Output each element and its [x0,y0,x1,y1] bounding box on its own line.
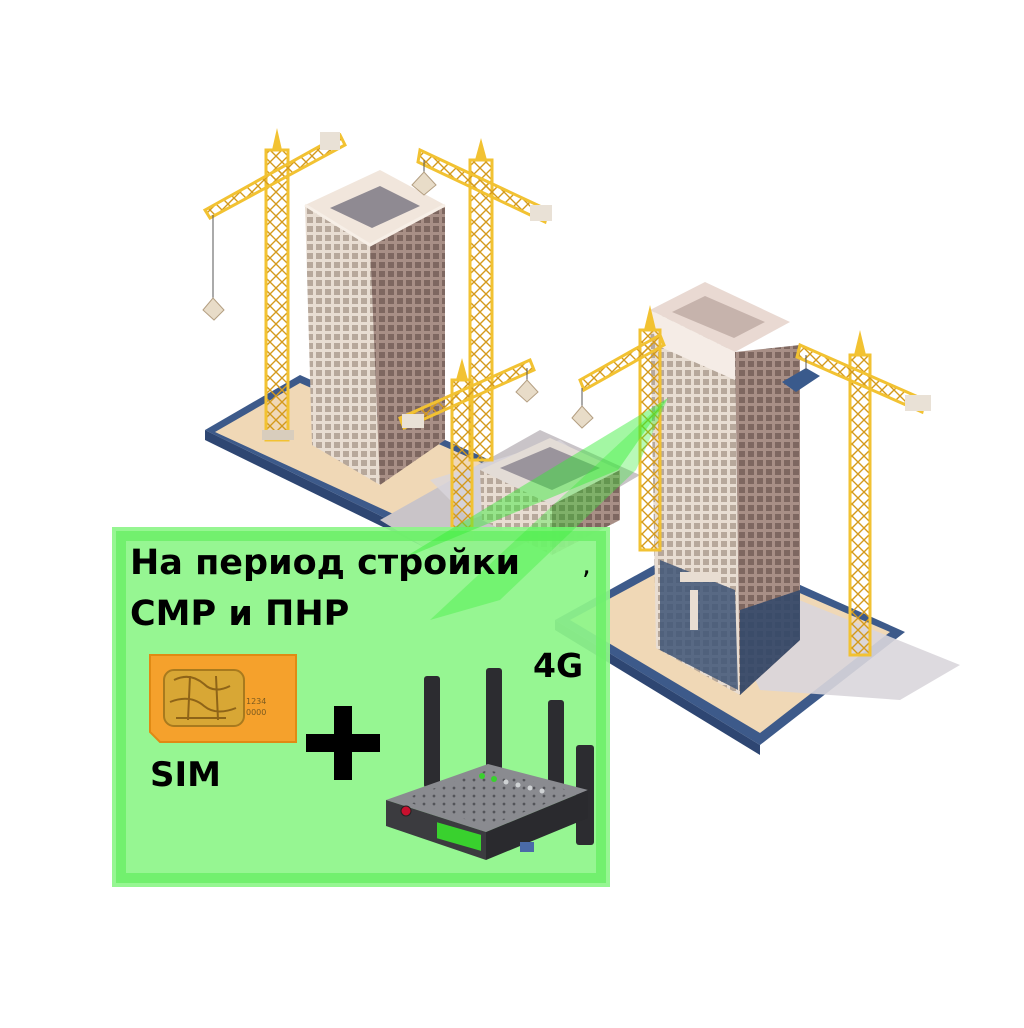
headline-line-2: СМР и ПНР [130,594,350,634]
plus-icon [306,706,380,780]
sim-card-icon [149,654,297,743]
crane-right [795,330,931,657]
sim-card-number-bottom: 0000 [246,708,267,717]
left-building [304,170,446,485]
headline-comma: , [582,548,591,581]
headline-line-1: На период стройки [130,543,521,583]
network-label: 4G [533,646,584,685]
sim-card-number-top: 1234 [246,697,267,706]
crane-left [202,128,347,442]
crane-middle [398,357,539,542]
router-icon [386,668,594,860]
signal-beam [400,398,668,620]
right-building [650,282,820,695]
crane-right-front [571,305,666,552]
sim-label: SIM [150,755,221,795]
